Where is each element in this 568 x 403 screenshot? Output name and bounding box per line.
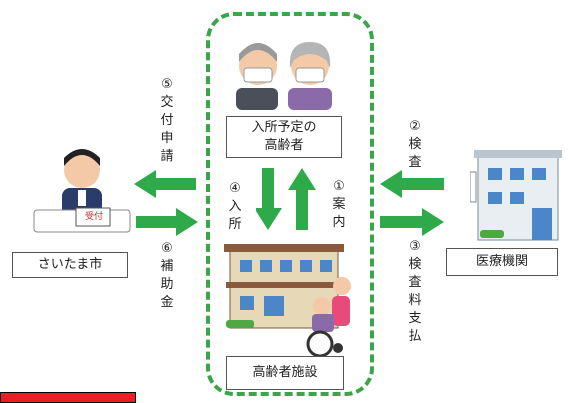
hospital-illustration [470,150,562,241]
reception-sign: 受付 [84,212,103,222]
medical-node: 医療機関 [446,248,558,276]
red-highlight-bar [0,392,136,403]
facility-node: 高齢者施設 [226,356,344,390]
facility-building-illustration [224,244,351,358]
right-arrows [380,170,444,236]
city-official-illustration [33,149,131,233]
facility-group-frame [206,12,374,396]
left-arrows [134,170,198,236]
city-node: さいたま市 [12,252,128,278]
elderly-couple-illustration [236,42,332,110]
center-arrows [256,168,316,230]
elderly-node: 入所予定の 高齢者 [226,116,342,158]
